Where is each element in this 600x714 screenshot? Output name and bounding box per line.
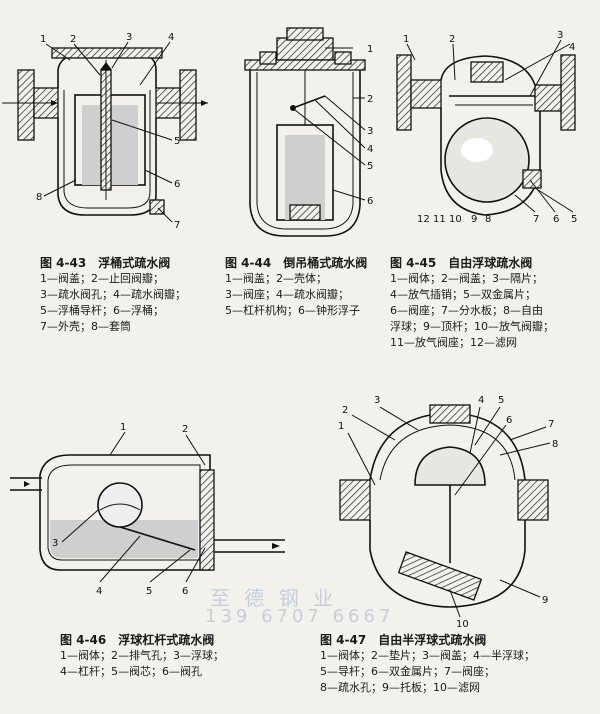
caption-block: 图 4-43 浮桶式疏水阀 1—阀盖；2—止回阀瓣； 3—疏水阀孔；4—疏水阀瓣… — [40, 255, 186, 335]
figure-4-43: 1 2 3 4 5 6 7 8 图 4-43 浮桶式疏水阀 1—阀盖；2—止回阀… — [0, 0, 210, 333]
callout-3: 3 — [557, 30, 563, 41]
legend-line: 4—杠杆；5—阀芯；6—阀孔 — [60, 665, 202, 678]
callout-7: 7 — [533, 214, 539, 225]
legend-line: 7—外壳；8—套筒 — [40, 320, 131, 333]
callout-1: 1 — [403, 34, 409, 45]
callout-6: 6 — [506, 415, 512, 426]
callout-8: 8 — [485, 214, 491, 225]
callout-12: 12 — [417, 214, 430, 225]
caption-block: 图 4-47 自由半浮球式疏水阀 1—阀体；2—垫片；3—阀盖；4—半浮球； 5… — [320, 632, 535, 696]
callout-8: 8 — [36, 192, 42, 203]
callout-1: 1 — [40, 34, 46, 45]
caption-block: 图 4-46 浮球杠杆式疏水阀 1—阀体；2—排气孔；3—浮球； 4—杠杆；5—… — [60, 632, 224, 680]
callout-5: 5 — [367, 161, 373, 172]
legend-line: 3—阀座；4—疏水阀瓣； — [225, 288, 349, 301]
callout-3: 3 — [52, 538, 58, 549]
diagram-free-semi-float-trap: 1 2 3 4 5 6 7 8 9 10 — [338, 395, 558, 630]
legend-line: 1—阀体；2—垫片；3—阀盖；4—半浮球； — [320, 649, 535, 662]
legend-line: 5—浮桶导杆；6—浮桶； — [40, 304, 164, 317]
figure-4-47: 1 2 3 4 5 6 7 8 9 10 图 4-47 自由半浮球式疏水阀 1—… — [300, 385, 600, 710]
callout-6: 6 — [367, 196, 373, 207]
legend-line: 5—杠杆机构；6—钟形浮子 — [225, 304, 360, 317]
callout-11: 11 — [433, 214, 446, 225]
callout-1: 1 — [338, 421, 344, 432]
watermark-company: 至 德 钢 业 — [210, 586, 338, 610]
callout-6: 6 — [182, 586, 188, 597]
caption-block: 图 4-45 自由浮球疏水阀 1—阀体；2—阀盖；3—隔片； 4—放气插销；5—… — [390, 255, 554, 351]
callout-4: 4 — [367, 144, 373, 155]
callout-10: 10 — [456, 619, 469, 630]
legend-line: 5—导杆；6—双金属片；7—阀座； — [320, 665, 495, 678]
figure-4-45: 1 2 3 4 5 6 7 8 9 10 11 12 图 4-45 自由浮球疏水… — [385, 0, 600, 380]
callout-7: 7 — [174, 220, 180, 231]
diagram-float-lever-trap: 1 2 3 4 5 6 — [10, 422, 285, 597]
legend-line: 浮球；9—顶杆；10—放气阀瓣； — [390, 320, 554, 333]
figure-4-44: 1 2 3 4 5 6 图 4-44 倒吊桶式疏水阀 1—阀盖；2—壳体； 3—… — [205, 0, 395, 330]
callout-4: 4 — [96, 586, 102, 597]
legend-line: 3—疏水阀孔；4—疏水阀瓣； — [40, 288, 186, 301]
figure-caption: 图 4-46 浮球杠杆式疏水阀 — [60, 633, 215, 647]
diagram-free-float-ball-trap: 1 2 3 4 5 6 7 8 9 10 11 12 — [396, 30, 577, 225]
legend-line: 1—阀体；2—阀盖；3—隔片； — [390, 272, 543, 285]
callout-3: 3 — [367, 126, 373, 137]
figure-caption: 图 4-44 倒吊桶式疏水阀 — [225, 256, 368, 270]
callout-4: 4 — [569, 42, 575, 53]
callout-7: 7 — [548, 419, 554, 430]
callout-2: 2 — [342, 405, 348, 416]
callout-4: 4 — [478, 395, 484, 406]
callout-10: 10 — [449, 214, 462, 225]
figure-caption: 图 4-45 自由浮球疏水阀 — [390, 256, 533, 270]
callout-8: 8 — [552, 439, 558, 450]
callout-2: 2 — [367, 94, 373, 105]
callout-1: 1 — [367, 44, 373, 55]
legend-line: 6—阀座；7—分水板；8—自由 — [390, 304, 543, 317]
callout-2: 2 — [449, 34, 455, 45]
callout-6: 6 — [553, 214, 559, 225]
callout-3: 3 — [126, 32, 132, 43]
callout-4: 4 — [168, 32, 174, 43]
legend-line: 1—阀盖；2—壳体； — [225, 272, 327, 285]
callout-1: 1 — [120, 422, 126, 433]
callout-2: 2 — [182, 424, 188, 435]
callout-2: 2 — [70, 34, 76, 45]
diagram-bucket-steam-trap: 1 2 3 4 5 6 7 8 — [2, 32, 208, 231]
legend-line: 4—放气插销；5—双金属片； — [390, 288, 536, 301]
callout-6: 6 — [174, 179, 180, 190]
diagram-inverted-bucket-trap: 1 2 3 4 5 6 — [244, 27, 373, 237]
legend-line: 1—阀体；2—排气孔；3—浮球； — [60, 649, 224, 662]
caption-block: 图 4-44 倒吊桶式疏水阀 1—阀盖；2—壳体； 3—阀座；4—疏水阀瓣； 5… — [225, 255, 367, 319]
callout-5: 5 — [146, 586, 152, 597]
figure-caption: 图 4-43 浮桶式疏水阀 — [40, 256, 171, 270]
legend-line: 1—阀盖；2—止回阀瓣； — [40, 272, 164, 285]
callout-5: 5 — [174, 136, 180, 147]
callout-5: 5 — [571, 214, 577, 225]
callout-9: 9 — [471, 214, 477, 225]
figure-4-46: 1 2 3 4 5 6 图 4-46 浮球杠杆式疏水阀 1—阀体；2—排气孔；3… — [0, 410, 300, 710]
callout-3: 3 — [374, 395, 380, 406]
callout-9: 9 — [542, 595, 548, 606]
figure-caption: 图 4-47 自由半浮球式疏水阀 — [320, 633, 487, 647]
callout-5: 5 — [498, 395, 504, 406]
watermark-phone: 139 6707 6667 — [205, 606, 395, 627]
legend-line: 8—疏水孔；9—托板；10—滤网 — [320, 681, 480, 694]
legend-line: 11—放气阀座；12—滤网 — [390, 336, 517, 349]
